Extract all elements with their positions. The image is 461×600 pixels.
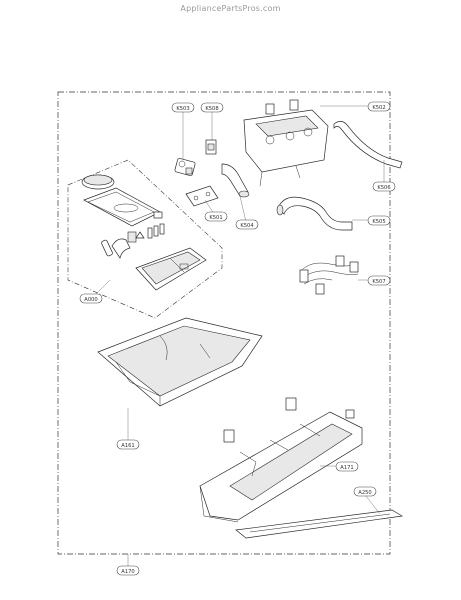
k504-elbow-hose bbox=[221, 163, 250, 198]
k501-leader bbox=[204, 199, 215, 215]
a171-drawer-housing bbox=[199, 397, 363, 523]
svg-text:A170: A170 bbox=[121, 569, 134, 575]
watermark-text: AppliancePartsPros.com bbox=[180, 4, 281, 13]
callout-k508: K508 bbox=[200, 102, 224, 113]
k505-curved-hose bbox=[276, 196, 353, 231]
a000-group-outline bbox=[67, 159, 223, 319]
callout-k505: K505 bbox=[367, 215, 391, 226]
callout-k503: K503 bbox=[171, 102, 195, 113]
svg-text:A171: A171 bbox=[340, 465, 353, 471]
k504-leader bbox=[239, 195, 247, 223]
callout-k501: K501 bbox=[204, 211, 228, 222]
a000-dispenser-cover bbox=[83, 187, 161, 227]
svg-text:K508: K508 bbox=[205, 106, 218, 112]
a000-leader bbox=[93, 279, 111, 297]
callout-k502: K502 bbox=[367, 101, 391, 112]
k508-clip-part bbox=[205, 139, 217, 155]
k503-valve-part bbox=[174, 158, 196, 176]
k507-wire-harness bbox=[299, 255, 359, 295]
diagram-frame bbox=[57, 91, 391, 555]
callout-a170: A170 bbox=[116, 565, 140, 576]
callout-a161: A161 bbox=[116, 439, 140, 450]
a250-leader bbox=[365, 495, 381, 515]
svg-text:K506: K506 bbox=[377, 185, 390, 191]
svg-text:K503: K503 bbox=[176, 106, 189, 112]
svg-text:A000: A000 bbox=[84, 297, 97, 303]
svg-text:K507: K507 bbox=[372, 279, 385, 285]
svg-text:A161: A161 bbox=[121, 443, 134, 449]
k502-valve-block bbox=[243, 99, 329, 187]
svg-text:K504: K504 bbox=[240, 223, 254, 229]
svg-text:K501: K501 bbox=[209, 215, 222, 221]
a161-drawer-tray bbox=[97, 317, 263, 407]
a000-cap-disc bbox=[81, 174, 115, 190]
k501-bracket-part bbox=[185, 185, 219, 207]
svg-text:K505: K505 bbox=[372, 219, 385, 225]
svg-text:K502: K502 bbox=[372, 105, 385, 111]
a250-guide-bar bbox=[235, 509, 404, 539]
callout-a171: A171 bbox=[335, 461, 359, 472]
callout-k506: K506 bbox=[372, 181, 396, 192]
callout-k507: K507 bbox=[367, 275, 391, 286]
svg-text:A250: A250 bbox=[358, 490, 371, 496]
k506-long-hose bbox=[333, 121, 403, 169]
a000-detergent-drawer bbox=[135, 247, 207, 291]
a000-small-fittings bbox=[101, 223, 165, 259]
callout-k504: K504 bbox=[235, 219, 259, 230]
callout-a250: A250 bbox=[353, 486, 377, 497]
callout-a000: A000 bbox=[79, 293, 103, 304]
a000-siphon-cap bbox=[153, 211, 163, 219]
